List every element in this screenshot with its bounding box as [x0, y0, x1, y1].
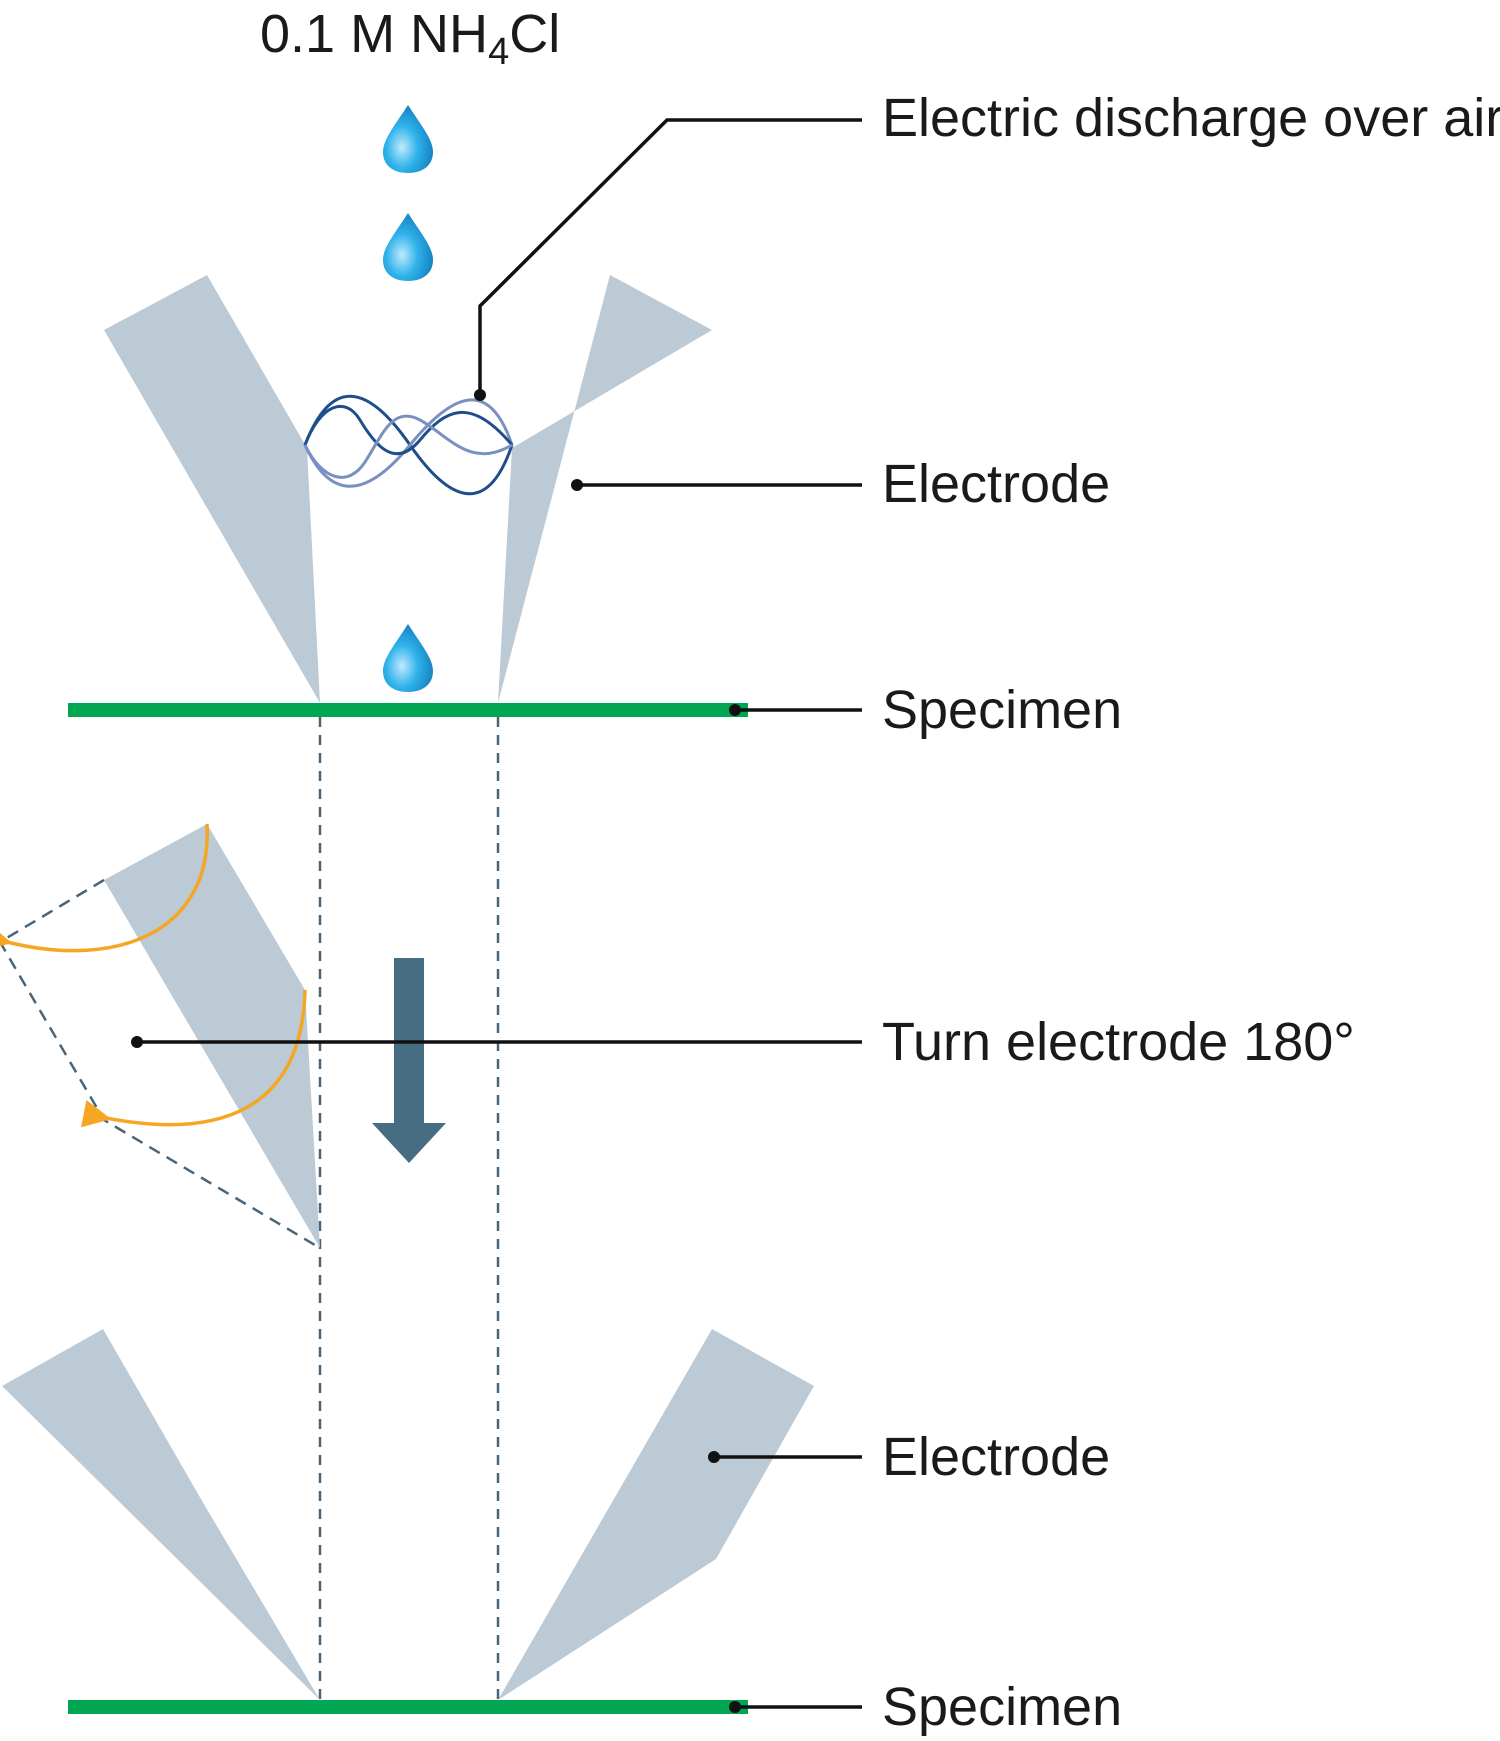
specimen-bottom: [68, 1700, 748, 1714]
discharge-waves: [303, 394, 514, 496]
electrode-label-bottom: Electrode: [882, 1427, 1110, 1487]
specimen-label-bottom: Specimen: [882, 1677, 1122, 1737]
discharge-label: Electric discharge over air: [882, 88, 1500, 148]
electrode-label-top: Electrode: [882, 454, 1110, 514]
leader-lines: [131, 118, 862, 1713]
specimen-top: [68, 703, 748, 717]
curved-arrow-icon: [0, 823, 209, 953]
water-drop-icon: [383, 105, 433, 173]
guide-lines: [318, 717, 500, 1700]
rotated-outline: [0, 878, 321, 1250]
bottom-assembly: [2, 1329, 814, 1714]
left-electrode-bottom: [2, 1329, 320, 1700]
rotating-electrode: [104, 824, 320, 1248]
solution-label: 0.1 M NH4Cl: [260, 4, 560, 73]
right-electrode-bottom: [498, 1329, 814, 1700]
rotation-step: [0, 823, 446, 1250]
down-arrow-icon: [372, 958, 446, 1163]
specimen-label-top: Specimen: [882, 680, 1122, 740]
right-electrode-top: [498, 275, 712, 703]
water-drop-icon: [383, 213, 433, 281]
curved-arrow-icon: [81, 989, 307, 1128]
left-electrode-top: [104, 275, 320, 703]
water-drop-icon: [383, 624, 433, 692]
turn-label: Turn electrode 180°: [882, 1012, 1355, 1072]
top-assembly: [68, 105, 748, 717]
